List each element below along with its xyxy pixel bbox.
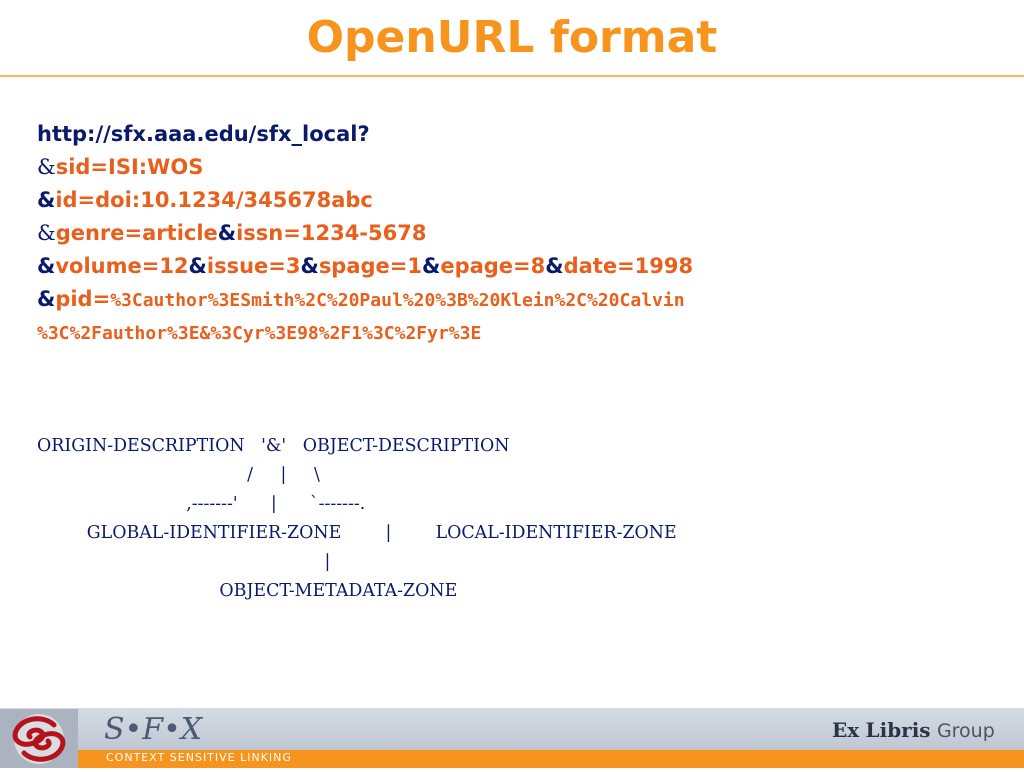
ampersand: & bbox=[300, 254, 319, 278]
url-sid-line: &sid=ISI:WOS bbox=[37, 151, 693, 184]
param-issue: issue=3 bbox=[206, 254, 301, 278]
exlibris-logo: Ex Libris Group bbox=[832, 718, 995, 742]
diagram-line: ,-------' | `-------. bbox=[37, 494, 366, 514]
param-genre: genre=article bbox=[55, 221, 218, 245]
diagram-line: ORIGIN-DESCRIPTION '&' OBJECT-DESCRIPTIO… bbox=[37, 436, 510, 456]
param-pid-key: pid= bbox=[55, 287, 111, 311]
title-divider bbox=[0, 75, 1024, 77]
ampersand: & bbox=[37, 254, 56, 278]
ampersand: & bbox=[217, 221, 237, 245]
exlibris-name: Libris bbox=[865, 718, 931, 742]
ampersand: & bbox=[422, 254, 441, 278]
url-base: http://sfx.aaa.edu/sfx_local? bbox=[37, 122, 370, 146]
ampersand: & bbox=[188, 254, 207, 278]
sfx-logo bbox=[0, 709, 78, 768]
param-id: id=doi:10.1234/345678abc bbox=[55, 188, 373, 212]
url-volume-line: &volume=12&issue=3&spage=1&epage=8&date=… bbox=[37, 250, 693, 283]
ampersand: & bbox=[37, 155, 56, 179]
param-sid: sid=ISI:WOS bbox=[55, 155, 204, 179]
url-id-line: &id=doi:10.1234/345678abc bbox=[37, 184, 693, 217]
sfx-brand: S•F•X bbox=[104, 712, 203, 747]
url-base-line: http://sfx.aaa.edu/sfx_local? bbox=[37, 118, 693, 151]
exlibris-group: Group bbox=[936, 720, 995, 742]
url-genre-line: &genre=article&issn=1234-5678 bbox=[37, 217, 693, 250]
ampersand: & bbox=[545, 254, 564, 278]
openurl-example: http://sfx.aaa.edu/sfx_local? &sid=ISI:W… bbox=[37, 118, 693, 349]
tagline-strip: CONTEXT SENSITIVE LINKING bbox=[78, 750, 1024, 768]
openurl-structure-diagram: ORIGIN-DESCRIPTION '&' OBJECT-DESCRIPTIO… bbox=[37, 432, 677, 606]
param-issn: issn=1234-5678 bbox=[236, 221, 427, 245]
diagram-line: | bbox=[37, 552, 331, 572]
diagram-line: GLOBAL-IDENTIFIER-ZONE | LOCAL-IDENTIFIE… bbox=[37, 523, 677, 543]
param-pid-value-cont: %3C%2Fauthor%3E&%3Cyr%3E98%2F1%3C%2Fyr%3… bbox=[37, 323, 482, 344]
diagram-line: / | \ bbox=[37, 465, 320, 485]
param-epage: epage=8 bbox=[440, 254, 546, 278]
exlibris-prefix: Ex bbox=[832, 718, 860, 742]
param-volume: volume=12 bbox=[55, 254, 189, 278]
param-pid-value: %3Cauthor%3ESmith%2C%20Paul%20%3B%20Klei… bbox=[110, 290, 685, 311]
ampersand: & bbox=[37, 221, 56, 245]
url-pid-cont-line: %3C%2Fauthor%3E&%3Cyr%3E98%2F1%3C%2Fyr%3… bbox=[37, 316, 693, 349]
url-pid-line: &pid=%3Cauthor%3ESmith%2C%20Paul%20%3B%2… bbox=[37, 283, 693, 316]
param-spage: spage=1 bbox=[318, 254, 422, 278]
sfx-swirl-icon bbox=[0, 709, 78, 768]
diagram-line: OBJECT-METADATA-ZONE bbox=[37, 581, 458, 601]
slide-title: OpenURL format bbox=[306, 12, 718, 63]
ampersand: & bbox=[37, 287, 56, 311]
ampersand: & bbox=[37, 188, 56, 212]
param-date: date=1998 bbox=[563, 254, 694, 278]
tagline: CONTEXT SENSITIVE LINKING bbox=[106, 751, 292, 764]
